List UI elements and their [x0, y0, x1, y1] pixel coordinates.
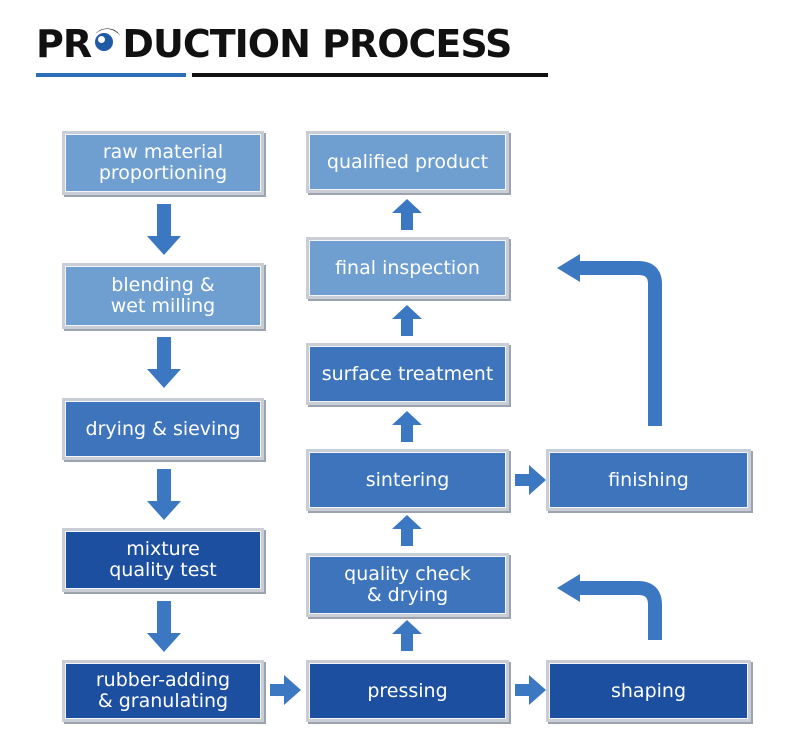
step-shaping: shaping [546, 660, 751, 722]
step-blending-wet-milling: blending & wet milling [62, 263, 264, 329]
arrow-down-mixture-to-rubber [147, 601, 181, 652]
step-sintering: sintering [306, 449, 509, 511]
step-pressing: pressing [306, 660, 509, 722]
step-mixture-quality-test: mixture quality test [62, 528, 264, 592]
arrow-right-pressing-to-shaping [515, 675, 546, 705]
arrow-right-sintering-to-finishing [515, 465, 546, 495]
arrow-up-surface-to-final [392, 305, 422, 336]
step-quality-check-drying: quality check & drying [306, 553, 509, 617]
title-underline-black [192, 73, 548, 77]
arrow-up-final-to-qualified [392, 199, 422, 230]
step-drying-sieving: drying & sieving [62, 398, 264, 460]
step-surface-treatment: surface treatment [306, 343, 509, 405]
title-block: PRODUCTION PROCESS [36, 22, 548, 80]
title-underline-blue [36, 73, 186, 77]
arrow-up-quality-to-sintering [392, 515, 422, 546]
arrowhead-loop-shaping [557, 574, 580, 602]
step-finishing: finishing [546, 449, 751, 511]
eye-logo-icon [90, 29, 123, 61]
step-final-inspection: final inspection [306, 237, 509, 299]
arrow-down-drying-to-mixture [147, 469, 181, 520]
arrow-loop-shaping-to-quality [578, 581, 662, 640]
arrow-right-rubber-to-pressing [270, 675, 301, 705]
arrow-down-blending-to-drying [147, 337, 181, 388]
arrow-loop-finishing-to-final [578, 261, 662, 426]
arrowhead-loop-finishing [557, 254, 580, 282]
arrow-down-raw-to-blending [147, 204, 181, 255]
arrow-up-sintering-to-surface [392, 411, 422, 442]
step-raw-material: raw material proportioning [62, 131, 264, 195]
step-qualified-product: qualified product [306, 131, 509, 193]
step-rubber-adding: rubber-adding & granulating [62, 660, 264, 722]
arrow-up-pressing-to-quality [392, 620, 422, 651]
